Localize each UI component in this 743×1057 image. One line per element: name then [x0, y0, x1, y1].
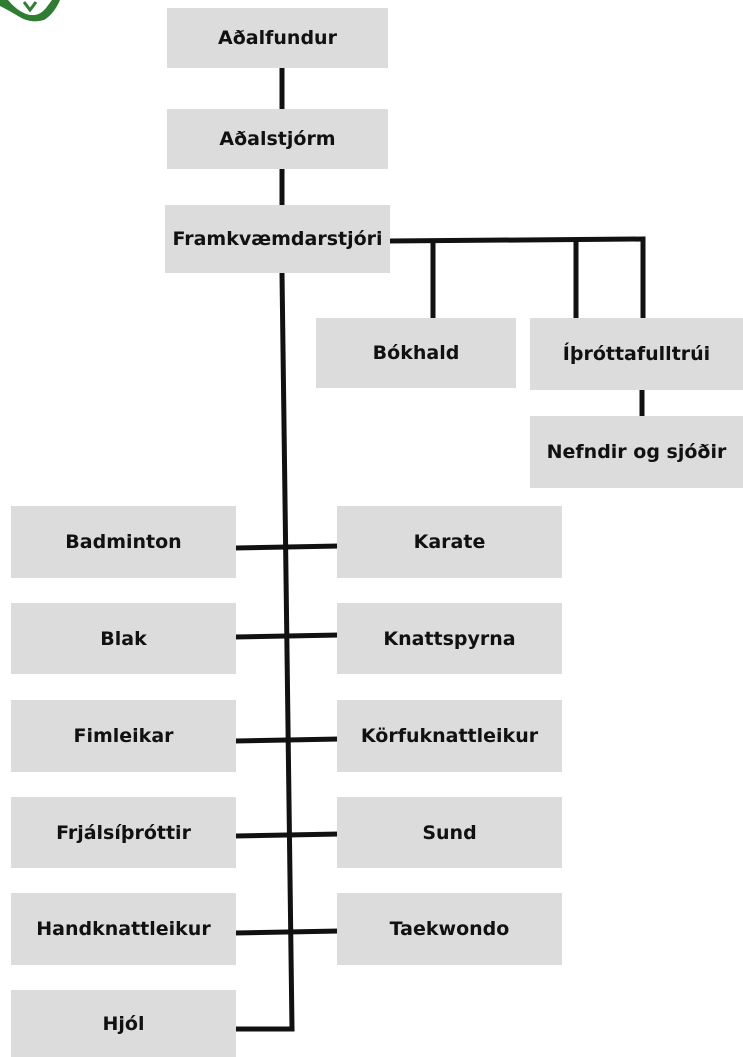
department-knattspyrna: Knattspyrna	[337, 603, 562, 674]
department-frjalsithrottir: Frjálsíþróttir	[11, 797, 236, 868]
node-ithrottafulltrui: Íþróttafulltrúi	[530, 318, 743, 390]
connector-line	[233, 543, 340, 551]
connector-line	[387, 236, 646, 244]
node-adalstjorn: Aðalstjórm	[167, 109, 388, 169]
club-logo-icon	[0, 0, 60, 22]
department-korfuknattleikur: Körfuknattleikur	[337, 700, 562, 772]
department-karate: Karate	[337, 506, 562, 578]
node-adalfundur: Aðalfundur	[167, 8, 388, 68]
connector-line	[233, 831, 340, 839]
department-badminton: Badminton	[11, 506, 236, 578]
connector-line	[233, 632, 340, 640]
connector-line	[233, 736, 340, 744]
node-nefndir: Nefndir og sjóðir	[530, 416, 743, 488]
department-fimleikar: Fimleikar	[11, 700, 236, 772]
department-handknattleikur: Handknattleikur	[11, 893, 236, 965]
department-blak: Blak	[11, 603, 236, 674]
department-hjol: Hjól	[11, 990, 236, 1057]
node-bokhald: Bókhald	[316, 318, 516, 388]
department-taekwondo: Taekwondo	[337, 893, 562, 965]
department-sund: Sund	[337, 797, 562, 868]
connector-line	[233, 928, 340, 936]
node-framkvaemdarstjori: Framkvæmdarstjóri	[165, 205, 390, 273]
connector-line	[279, 270, 295, 1032]
